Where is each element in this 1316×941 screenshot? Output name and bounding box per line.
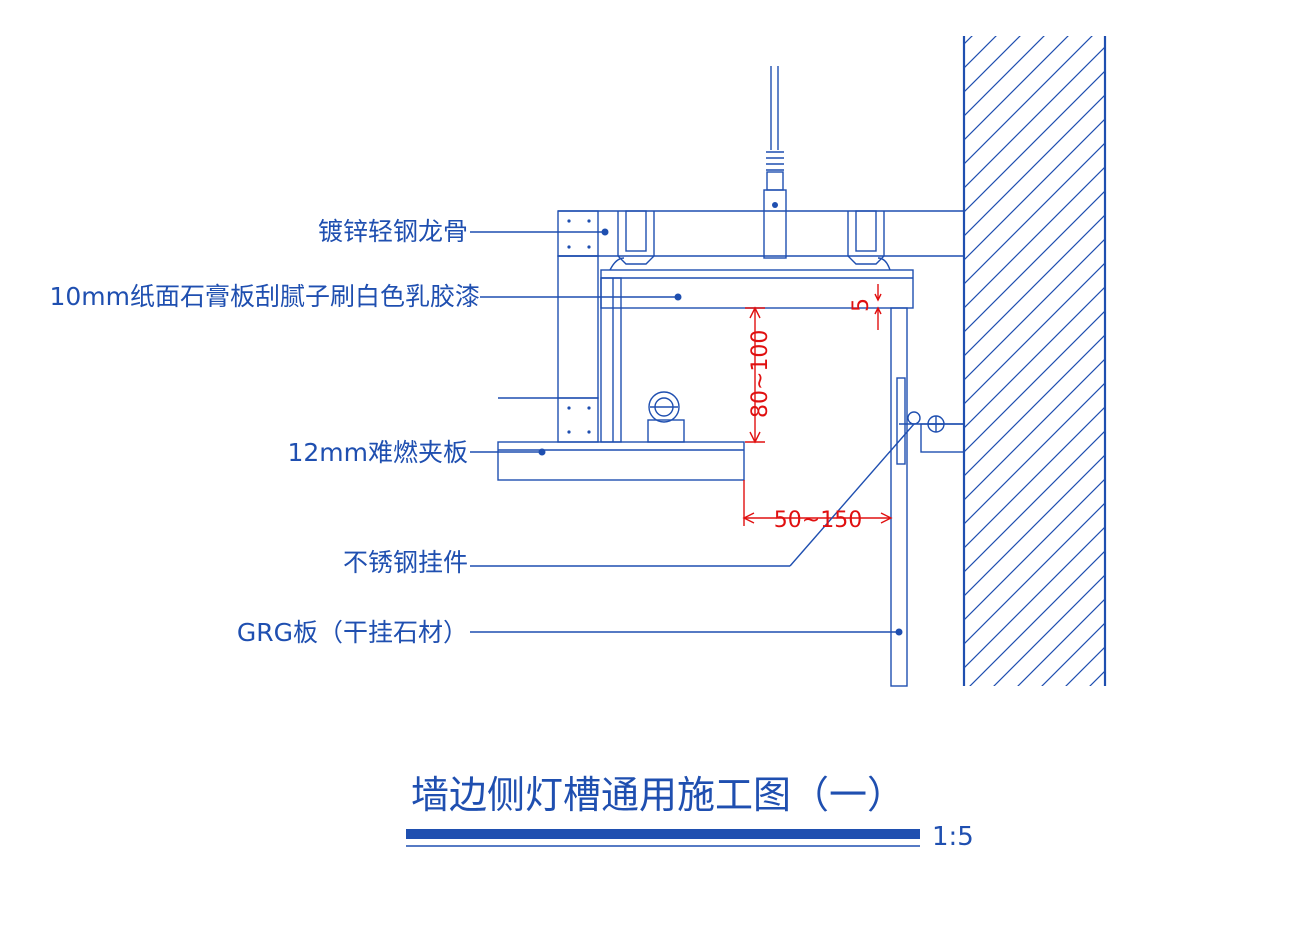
title-underline	[406, 829, 920, 839]
suspension-rod	[763, 66, 787, 259]
label-steel-keel: 镀锌轻钢龙骨	[318, 217, 468, 246]
label-gypsum-board: 10mm纸面石膏板刮腻子刷白色乳胶漆	[49, 282, 480, 311]
plywood-board	[497, 441, 745, 481]
concrete-wall	[962, 36, 1107, 686]
leader-lines	[470, 228, 915, 633]
drawing-scale: 1:5	[932, 822, 974, 852]
dimension-lines	[742, 284, 893, 526]
dim-gap-small: 5	[849, 298, 874, 312]
grg-board	[890, 307, 908, 687]
vertical-keel	[498, 255, 599, 443]
label-grg-board: GRG板（干挂石材）	[237, 618, 468, 647]
label-plywood: 12mm难燃夹板	[287, 438, 468, 467]
gypsum-board	[600, 269, 914, 443]
dim-width: 50~150	[774, 508, 862, 533]
label-hanger: 不锈钢挂件	[343, 548, 468, 577]
stainless-hanger	[896, 377, 965, 465]
dim-depth: 80~100	[748, 330, 773, 418]
drawing-title: 墙边侧灯槽通用施工图（一）	[411, 773, 905, 817]
steel-keel	[557, 210, 964, 271]
lamp-fixture	[647, 391, 685, 443]
